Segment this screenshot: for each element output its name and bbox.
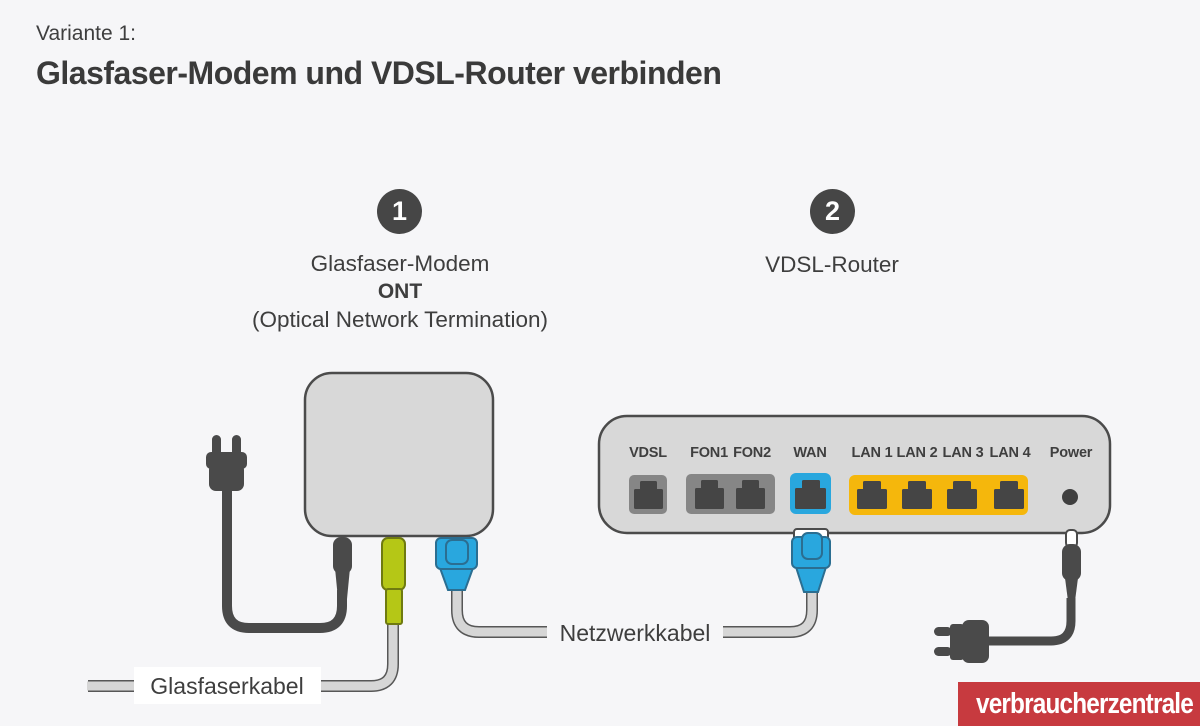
step-2-caption: VDSL-Router [682, 251, 982, 279]
network-connector-router [791, 528, 831, 593]
router-power-connector [1062, 529, 1081, 601]
port-label-vdsl: VDSL [629, 445, 667, 461]
port-label-lan2: LAN 2 [897, 445, 938, 461]
header-kicker: Variante 1: [36, 22, 137, 45]
modem-power-connector [333, 537, 352, 599]
step-2-badge: 2 [810, 189, 855, 234]
port-label-lan4: LAN 4 [990, 445, 1031, 461]
port-label-power: Power [1050, 445, 1093, 461]
step-1-badge: 1 [377, 189, 422, 234]
wan-port [790, 473, 831, 514]
step-1-number: 1 [391, 196, 408, 226]
brand-logo: verbraucherzentrale [958, 682, 1200, 726]
power-socket [1062, 489, 1078, 505]
step-2-title: VDSL-Router [765, 252, 899, 277]
step-1-abbreviation: ONT [377, 280, 423, 303]
router-power-cable [986, 598, 1076, 646]
fon2-port [736, 480, 765, 509]
modem-body [303, 371, 495, 538]
port-label-fon2: FON2 [733, 445, 771, 461]
network-cable-label: Netzwerkkabel [560, 620, 711, 646]
lan4-port [994, 481, 1024, 509]
modem-power-cable [222, 488, 347, 633]
step-1-title: Glasfaser-Modem [310, 251, 490, 276]
brand-logo-text: verbraucherzentrale [976, 687, 1194, 720]
fiber-cable-label-box [134, 667, 321, 704]
fiber-connector [381, 537, 406, 625]
lan1-port [857, 481, 887, 509]
lan3-port [947, 481, 977, 509]
lan2-port [902, 481, 932, 509]
network-cable-label-box [547, 613, 723, 651]
fon-ports [686, 474, 775, 514]
router-power-plug-icon [934, 620, 989, 663]
vdsl-port [629, 475, 667, 514]
lan-ports [849, 475, 1028, 515]
router-body [597, 414, 1112, 535]
port-label-lan3: LAN 3 [943, 445, 984, 461]
page-title: Glasfaser-Modem und VDSL-Router verbinde… [36, 55, 722, 91]
network-connector-modem [435, 537, 478, 591]
port-label-wan: WAN [793, 445, 826, 461]
fiber-cable-label: Glasfaserkabel [150, 673, 303, 699]
fiber-cable [87, 617, 399, 692]
step-2-number: 2 [824, 196, 841, 226]
fon1-port [695, 480, 724, 509]
port-label-fon1: FON1 [690, 445, 728, 461]
power-plug-icon [206, 435, 247, 491]
step-1-caption: Glasfaser-Modem ONT (Optical Network Ter… [200, 250, 600, 334]
port-label-lan1: LAN 1 [852, 445, 893, 461]
step-1-subtitle: (Optical Network Termination) [252, 307, 548, 332]
